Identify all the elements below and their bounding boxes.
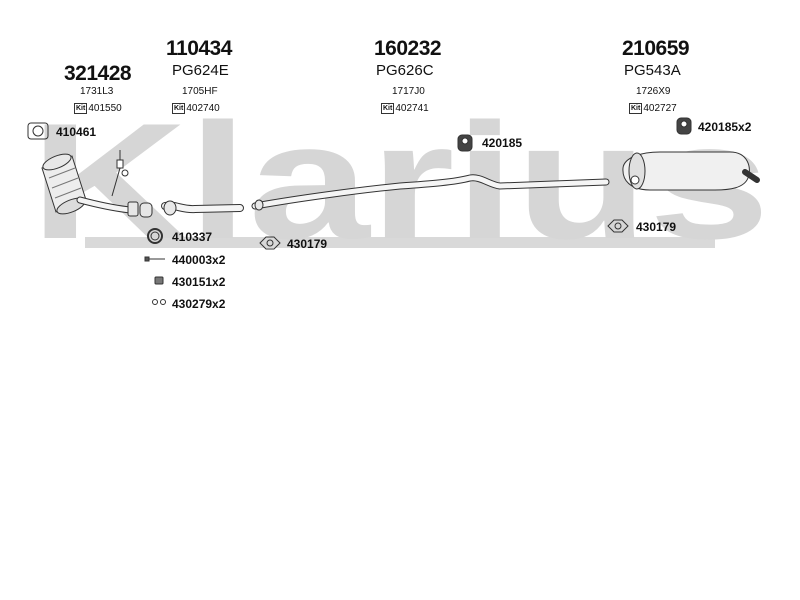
accessory-430151: 430151x2 — [172, 275, 226, 289]
part-number-2: 110434 — [166, 37, 232, 60]
accessory-410337: 410337 — [172, 230, 213, 244]
accessory-440003: 440003x2 — [172, 253, 226, 267]
part-number-1: 321428 — [64, 62, 132, 85]
lambda-sensor-icon — [111, 150, 129, 197]
oem-number-2: 1705HF — [182, 86, 218, 97]
kit-number: 402727 — [643, 103, 677, 114]
gasket-410461-icon — [27, 122, 49, 140]
part-number-3: 160232 — [374, 37, 442, 60]
kit-badge: Kit — [172, 103, 186, 114]
accessory-430179-right: 430179 — [636, 220, 677, 234]
bolt-440003-icon — [144, 256, 165, 262]
kit-badge: Kit — [381, 103, 395, 114]
gasket-430179-right-icon — [607, 219, 629, 233]
kit-badge: Kit — [629, 103, 643, 114]
kit-ref-1: Kit 401550 — [74, 103, 122, 114]
kit-ref-4: Kit 402727 — [629, 103, 677, 114]
kit-badge: Kit — [74, 103, 88, 114]
accessory-430279: 430279x2 — [172, 297, 226, 311]
pipe-160232-icon — [251, 174, 610, 211]
kit-number: 401550 — [88, 103, 122, 114]
flange-joint-icon — [127, 201, 153, 218]
part-number-4: 210659 — [622, 37, 690, 60]
rear-silencer-icon — [622, 151, 760, 191]
oem-number-1: 1731L3 — [80, 86, 114, 97]
washer-430279-icon — [152, 299, 166, 305]
mount-420185-icon — [457, 134, 473, 152]
accessory-410461: 410461 — [56, 125, 97, 139]
oem-number-3: 1717J0 — [392, 86, 425, 97]
accessory-420185: 420185 — [482, 136, 523, 150]
pipe-110434-icon — [161, 200, 244, 216]
oem-number-4: 1726X9 — [636, 86, 671, 97]
product-code-4: PG543A — [624, 62, 681, 79]
mount-420185x2-icon — [676, 117, 692, 135]
gasket-430179-mid-icon — [259, 236, 281, 250]
kit-number: 402741 — [395, 103, 429, 114]
kit-ref-3: Kit 402741 — [381, 103, 429, 114]
clamp-410337-icon — [147, 228, 163, 244]
accessory-420185x2: 420185x2 — [698, 120, 752, 134]
watermark-band — [85, 237, 715, 248]
kit-number: 402740 — [186, 103, 220, 114]
accessory-430179-mid: 430179 — [287, 237, 328, 251]
kit-ref-2: Kit 402740 — [172, 103, 220, 114]
nut-430151-icon — [154, 276, 164, 285]
product-code-3: PG626C — [376, 62, 434, 79]
product-code-2: PG624E — [172, 62, 229, 79]
catalytic-converter-icon — [41, 153, 87, 215]
